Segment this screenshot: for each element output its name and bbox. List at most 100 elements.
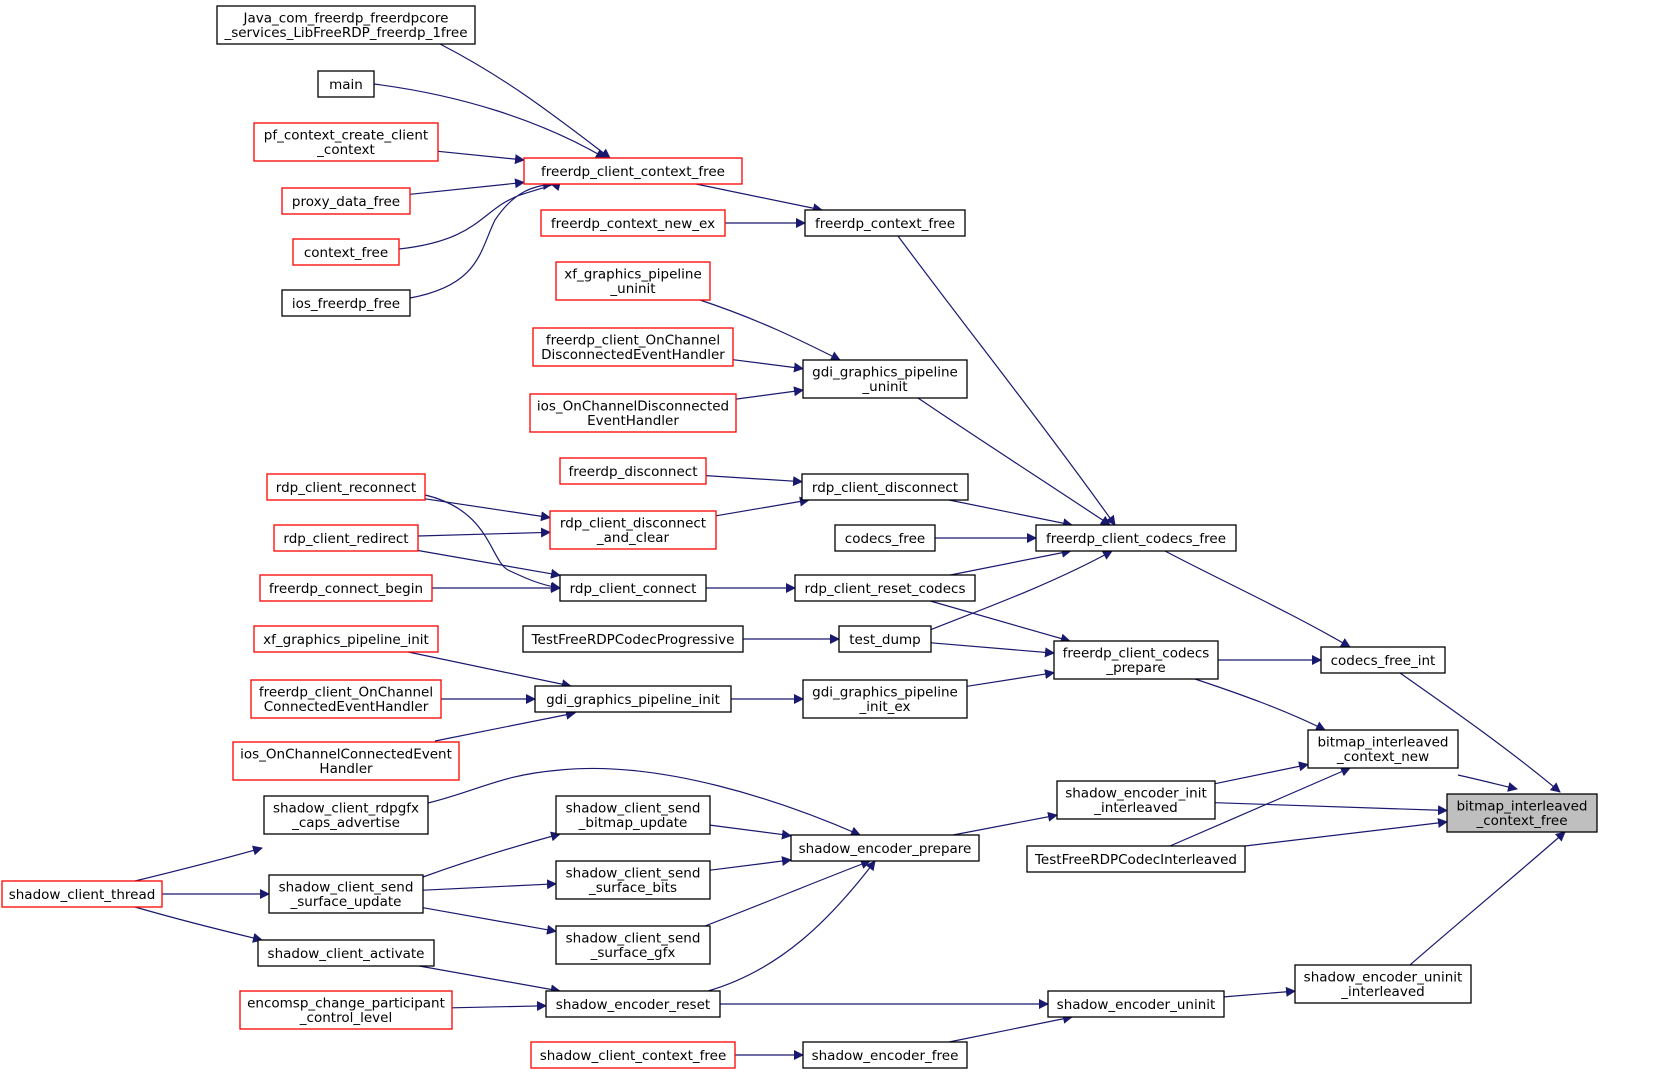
node-fc-onch-conn[interactable]: freerdp_client_OnChannelConnectedEventHa… xyxy=(250,679,442,719)
node-label: freerdp_client_context_free xyxy=(541,164,725,180)
node-box xyxy=(534,685,732,713)
node-fc-onch-disc[interactable]: freerdp_client_OnChannelDisconnectedEven… xyxy=(532,327,734,367)
node-pf-ctx[interactable]: pf_context_create_client_context xyxy=(253,122,439,162)
node-box xyxy=(273,524,419,552)
node-label: _prepare xyxy=(1105,660,1165,676)
edge-fc_free-to-fcc_free xyxy=(897,235,1116,526)
edge-se_uninit-to-seu_interleaved xyxy=(1223,986,1296,998)
node-label: _context_free xyxy=(1476,813,1568,829)
node-box xyxy=(1446,793,1598,833)
node-xf-ggp-uninit[interactable]: xf_graphics_pipeline_uninit xyxy=(555,261,711,301)
node-java-free[interactable]: Java_com_freerdp_freerdpcore_services_Li… xyxy=(216,5,476,45)
edge-fc_onch_disc-to-ggp_uninit xyxy=(732,359,804,373)
node-seu-interleaved[interactable]: shadow_encoder_uninit_interleaved xyxy=(1294,964,1472,1004)
node-label: Handler xyxy=(319,761,373,777)
node-rdp-reconnect[interactable]: rdp_client_reconnect xyxy=(266,473,426,501)
node-label: _surface_gfx xyxy=(590,945,676,961)
node-label: freerdp_client_codecs_free xyxy=(1046,531,1226,547)
node-box xyxy=(317,70,375,98)
node-ggp-init-ex[interactable]: gdi_graphics_pipeline_init_ex xyxy=(802,679,968,719)
node-fc-begin[interactable]: freerdp_connect_begin xyxy=(259,574,433,602)
node-ggp-uninit[interactable]: gdi_graphics_pipeline_uninit xyxy=(802,359,968,399)
edge-rdp_reset-to-fcc_prepare xyxy=(930,600,1071,644)
node-box xyxy=(1294,964,1472,1004)
node-box xyxy=(281,187,411,215)
node-label: shadow_encoder_init xyxy=(1065,786,1207,802)
node-rdp-redirect[interactable]: rdp_client_redirect xyxy=(273,524,419,552)
node-box xyxy=(1056,780,1216,820)
edge-ggp_uninit-to-fcc_free xyxy=(917,397,1111,526)
edge-sc_thread-to-sc_rdpgfx xyxy=(134,845,263,882)
node-rdp-disconnect[interactable]: rdp_client_disconnect xyxy=(801,473,969,501)
node-scs-bits[interactable]: shadow_client_send_surface_bits xyxy=(555,860,711,900)
node-se-uninit[interactable]: shadow_encoder_uninit xyxy=(1047,990,1225,1018)
node-label: bitmap_interleaved xyxy=(1456,799,1587,815)
node-xf-ggp-init[interactable]: xf_graphics_pipeline_init xyxy=(253,625,439,653)
node-context-free[interactable]: context_free xyxy=(292,238,400,266)
node-ios-free[interactable]: ios_freerdp_free xyxy=(281,289,411,317)
node-test-dump[interactable]: test_dump xyxy=(838,625,932,653)
node-box xyxy=(1307,729,1459,769)
node-scs-surface-update[interactable]: shadow_client_send_surface_update xyxy=(268,874,424,914)
edge-test_dump-to-fcc_prepare xyxy=(930,642,1055,658)
node-codecs-free[interactable]: codecs_free xyxy=(834,524,936,552)
node-test-interleaved[interactable]: TestFreeRDPCodecInterleaved xyxy=(1026,845,1246,873)
node-box xyxy=(834,524,936,552)
node-encomsp[interactable]: encomsp_change_participant_control_level xyxy=(239,990,453,1030)
edge-ios_onch_conn-to-ggp_init xyxy=(434,709,576,742)
node-bic-new[interactable]: bitmap_interleaved_context_new xyxy=(1307,729,1459,769)
node-rdp-connect[interactable]: rdp_client_connect xyxy=(559,574,707,602)
edge-scs_surface_update-to-scs_bits xyxy=(422,879,557,891)
node-label: freerdp_connect_begin xyxy=(269,581,423,597)
node-ggp-init[interactable]: gdi_graphics_pipeline_init xyxy=(534,685,732,713)
node-main[interactable]: main xyxy=(317,70,375,98)
node-rdp-reset[interactable]: rdp_client_reset_codecs xyxy=(794,574,976,602)
edge-freerdp_disconnect-to-rdp_disconnect xyxy=(705,475,803,487)
node-label: shadow_client_activate xyxy=(268,946,425,962)
node-box xyxy=(804,209,966,237)
node-fc-new-ex[interactable]: freerdp_context_new_ex xyxy=(540,209,726,237)
node-fcc-prepare[interactable]: freerdp_client_codecs_prepare xyxy=(1053,640,1219,680)
node-label: ios_OnChannelConnectedEvent xyxy=(240,747,452,763)
node-proxy-free[interactable]: proxy_data_free xyxy=(281,187,411,215)
node-scs-bitmap[interactable]: shadow_client_send_bitmap_update xyxy=(555,795,711,835)
node-label: shadow_client_rdpgfx xyxy=(273,801,419,817)
node-box xyxy=(281,289,411,317)
node-sei-init[interactable]: shadow_encoder_init_interleaved xyxy=(1056,780,1216,820)
edge-sc_rdpgfx-to-se_prepare xyxy=(427,767,861,836)
node-label: _caps_advertise xyxy=(291,815,400,831)
node-se-free[interactable]: shadow_encoder_free xyxy=(802,1041,968,1069)
node-box xyxy=(555,261,711,301)
node-rdp-disc-clear[interactable]: rdp_client_disconnect_and_clear xyxy=(549,510,717,550)
node-label: main xyxy=(329,77,363,93)
node-sc-context-free[interactable]: shadow_client_context_free xyxy=(530,1041,736,1069)
node-codecs-free-int[interactable]: codecs_free_int xyxy=(1320,646,1446,674)
edge-fcc_free-to-codecs_free_int xyxy=(1164,550,1351,648)
node-se-prepare[interactable]: shadow_encoder_prepare xyxy=(790,834,980,862)
edge-rdp_reconnect-to-rdp_disc_clear xyxy=(424,498,551,522)
node-sc-thread[interactable]: shadow_client_thread xyxy=(1,880,163,908)
node-box xyxy=(266,473,426,501)
node-fcc-free[interactable]: freerdp_client_codecs_free xyxy=(1035,524,1237,552)
node-label: _surface_update xyxy=(290,894,402,910)
node-fcl-context-free[interactable]: freerdp_client_context_free xyxy=(523,157,743,185)
node-freerdp-disconnect[interactable]: freerdp_disconnect xyxy=(559,457,707,485)
node-test-progressive[interactable]: TestFreeRDPCodecProgressive xyxy=(522,625,744,653)
node-sc-rdpgfx[interactable]: shadow_client_rdpgfx_caps_advertise xyxy=(263,795,429,835)
node-box xyxy=(1047,990,1225,1018)
node-box xyxy=(801,473,969,501)
node-fc-free[interactable]: freerdp_context_free xyxy=(804,209,966,237)
node-label: xf_graphics_pipeline xyxy=(564,267,702,283)
edge-scs_surface_update-to-scs_bitmap xyxy=(422,831,561,878)
node-sc-activate[interactable]: shadow_client_activate xyxy=(257,939,435,967)
node-box xyxy=(545,990,721,1018)
node-focus[interactable]: bitmap_interleaved_context_free xyxy=(1446,793,1598,833)
node-scs-gfx[interactable]: shadow_client_send_surface_gfx xyxy=(555,925,711,965)
node-se-reset[interactable]: shadow_encoder_reset xyxy=(545,990,721,1018)
node-label: freerdp_context_free xyxy=(815,216,955,232)
node-box xyxy=(253,625,439,653)
edge-scs_gfx-to-se_prepare xyxy=(704,859,871,927)
node-box xyxy=(790,834,980,862)
